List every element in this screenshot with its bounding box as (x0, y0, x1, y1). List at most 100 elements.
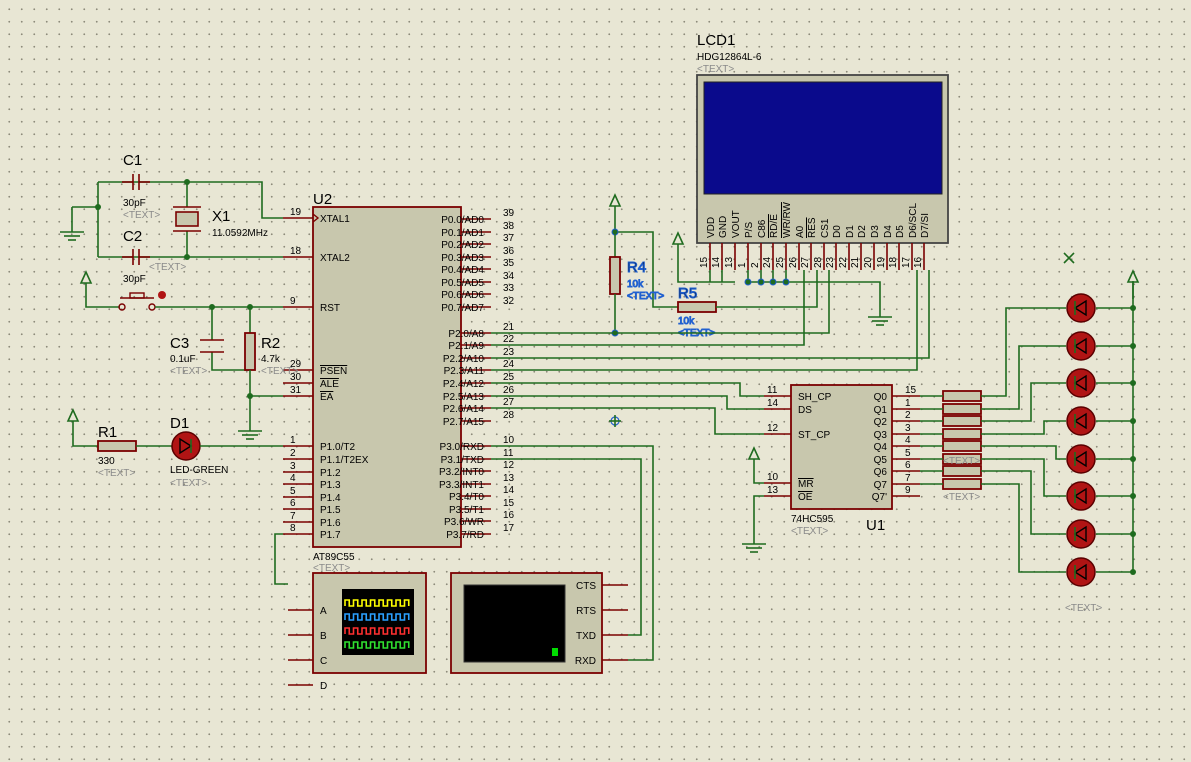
led-icon[interactable] (1066, 519, 1096, 549)
pin-label: RES (807, 217, 818, 238)
pin-number: 37 (503, 233, 515, 244)
power-arrow (79, 270, 93, 284)
pin-label: D2 (857, 225, 868, 238)
pin-label: P2.2/A10 (443, 354, 485, 365)
pin-label: SH_CP (798, 392, 832, 403)
pin-number: 13 (724, 256, 735, 268)
wire (491, 407, 764, 435)
pin-number: 12 (503, 460, 515, 471)
led-array[interactable]: <TEXT><TEXT><TEXT> (920, 252, 1140, 614)
led-icon[interactable] (1066, 444, 1096, 474)
pin-number: 10 (503, 435, 515, 446)
pin-label: Q4 (874, 442, 888, 453)
c2-value: 30pF (123, 274, 146, 285)
pin-number: 19 (876, 256, 887, 268)
wire (491, 458, 642, 636)
x1-value: 11.0592MHz (212, 228, 268, 239)
ground-icon (868, 307, 892, 326)
u1-ref: U1 (866, 517, 885, 534)
pin-label: P3.4/T0 (449, 492, 484, 503)
pin-number: 17 (503, 523, 515, 534)
led-icon[interactable] (1066, 368, 1096, 398)
r1-value: 330 (98, 456, 115, 467)
junction-dot (95, 204, 101, 210)
led-icon[interactable] (1066, 331, 1096, 361)
button-contact (148, 303, 156, 311)
pin-label: P3.0/RXD (440, 442, 484, 453)
pin-number: 2 (750, 262, 761, 268)
pin-number: 18 (888, 256, 899, 268)
text-placeholder: <TEXT> (943, 492, 980, 503)
pin-number: 30 (290, 372, 302, 383)
pin-label: PSEN (320, 366, 347, 377)
pin-label: ST_CP (798, 430, 831, 441)
mcu-body[interactable] (312, 206, 462, 548)
pin-number: 21 (503, 322, 515, 333)
pin-label: P2.3/A11 (444, 366, 485, 377)
u1-part: 74HC595 (791, 514, 834, 525)
led-icon[interactable] (1066, 481, 1096, 511)
u1-body[interactable] (790, 384, 893, 510)
pin-label: WR/RW (782, 202, 793, 238)
pin-label: D7/SI (920, 213, 931, 238)
diode-triangle (1073, 412, 1087, 430)
wire (747, 270, 881, 307)
r5-ref: R5 (678, 285, 697, 302)
text-placeholder: <TEXT> (261, 366, 298, 377)
reset-section[interactable]: C30.1uF<TEXT>R24.7k<TEXT> (79, 270, 298, 440)
pin-label: P2.7/A15 (443, 417, 485, 428)
pin-number: 25 (775, 256, 786, 268)
r1-ref: R1 (98, 424, 117, 441)
pin-label: Q7' (872, 492, 887, 503)
power-arrow (66, 408, 80, 422)
d1-value: LED-GREEN (170, 465, 228, 476)
resistor-body (609, 256, 621, 295)
led-icon[interactable] (171, 431, 201, 461)
pin-label: P2.5/A13 (443, 392, 485, 403)
mcu-u2[interactable]: U2AT89C55<TEXT>19XTAL118XTAL29RST29PSEN3… (283, 191, 515, 574)
power-arrow (747, 446, 761, 460)
pin-number: 2 (290, 448, 296, 459)
lcd-module[interactable]: LCD1HDG12864L-6<TEXT>VDD15GND14VOUT13P/S… (696, 32, 949, 270)
pin-label: DS (798, 405, 812, 416)
pin-number: 12 (767, 423, 779, 434)
wire (981, 345, 1066, 410)
pin-number: 15 (503, 498, 515, 509)
pin-label: Q6 (874, 467, 888, 478)
pin-number: 3 (290, 461, 296, 472)
led-icon[interactable] (1066, 406, 1096, 436)
pin-label: A0 (795, 225, 806, 238)
pin-number: 27 (800, 256, 811, 268)
pin-label: P2.6/A14 (443, 404, 485, 415)
pin-label: D3 (870, 225, 881, 238)
pin-number: 4 (905, 435, 911, 446)
pin-label: D6/SCL (908, 203, 919, 238)
wire (98, 181, 283, 219)
wire (491, 270, 918, 371)
button-state-indicator[interactable] (158, 291, 166, 299)
pin-label: C86 (757, 219, 768, 238)
resistor-body (942, 415, 982, 427)
pin-number: 13 (767, 485, 779, 496)
pin-label: P0.1/AD1 (441, 228, 484, 239)
pin-number: 29 (290, 359, 302, 370)
ground-icon (60, 222, 84, 241)
pin-number: 6 (905, 460, 911, 471)
r2-value: 4.7k (261, 354, 281, 365)
text-placeholder: <TEXT> (791, 526, 828, 537)
lcd-screen (703, 81, 943, 195)
pin-number: 17 (901, 256, 912, 268)
wire (85, 300, 120, 308)
led-icon[interactable] (1066, 293, 1096, 323)
pin-number: 34 (503, 271, 515, 282)
led-icon[interactable] (1066, 557, 1096, 587)
shift-register-u1[interactable]: U174HC595<TEXT>11SH_CP14DS12ST_CP10MR13O… (764, 384, 920, 537)
wire (716, 270, 818, 308)
pin-label: P0.4/AD4 (441, 265, 484, 276)
pin-number: 11 (503, 448, 514, 459)
